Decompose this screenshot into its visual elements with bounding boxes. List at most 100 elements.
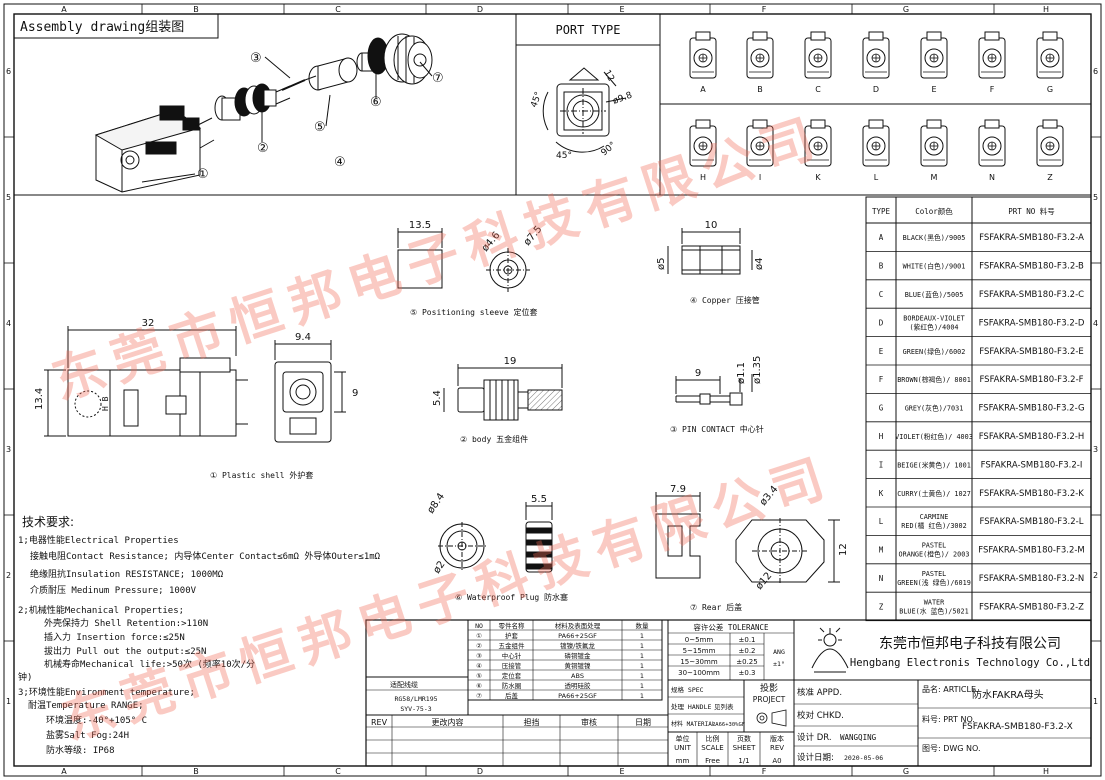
sleeve-iso <box>308 57 358 91</box>
row-type: L <box>879 517 884 526</box>
callout-4: ④ <box>334 155 346 170</box>
port-code-row1-5: F <box>978 31 1006 94</box>
callout-2: ② <box>257 141 269 156</box>
row-part-number: FSFAKRA-SMB180-F3.2-M <box>978 546 1085 556</box>
row-type: F <box>879 375 884 384</box>
bom-name: 压接管 <box>502 661 522 670</box>
port-type-face-view <box>542 67 627 153</box>
tech-line: 拔出力 Pull out the output:≤25N <box>44 645 206 657</box>
row-part-number: FSFAKRA-SMB180-F3.2-G <box>978 404 1084 414</box>
rear-dim-height: 12 <box>838 543 849 556</box>
projection-cone-icon <box>771 709 787 727</box>
copper-label: ④ Copper 压接管 <box>690 295 760 305</box>
copper-dim-inner: ø4 <box>754 258 765 270</box>
port-dim-angle-c: 90° <box>600 140 619 158</box>
plug-dim-outer: ø8.4 <box>425 491 447 515</box>
col-letter-top: G <box>903 5 909 14</box>
port-code-row2-3: L <box>862 119 890 182</box>
bom-no: ⑦ <box>476 692 482 700</box>
company-name-cn: 东莞市恒邦电子科技有限公司 <box>879 635 1061 652</box>
bom-name: 中心针 <box>502 651 522 660</box>
bom-material: PA66+25GF <box>558 692 597 700</box>
callout-3: ③ <box>250 51 262 66</box>
col-letter-bottom: B <box>193 767 199 776</box>
technical-requirements: 技术要求:1;电器性能Electrical Properties接触电阻Cont… <box>18 515 381 756</box>
row-number-right: 6 <box>1093 67 1098 76</box>
check-label: 校对 CHKD. <box>797 710 844 721</box>
tolerance-range: 5~15mm <box>683 647 716 655</box>
bom-name: 防水圈 <box>502 681 522 690</box>
bom-no: ⑥ <box>476 682 482 690</box>
port-code-label: H <box>700 173 706 182</box>
row-number-left: 5 <box>6 193 11 202</box>
tech-line: 2;机械性能Mechanical Properties; <box>18 604 184 616</box>
tolerance-value: ±0.2 <box>739 647 756 655</box>
row-part-number: FSFAKRA-SMB180-F3.2-N <box>979 574 1085 584</box>
row-type: A <box>879 233 884 242</box>
col-letter-top: A <box>61 5 67 14</box>
bom-no: ⑤ <box>476 672 482 680</box>
shell-dim-length: 32 <box>142 318 155 329</box>
section-borders <box>13 13 1091 196</box>
body-dim-dia: 5.4 <box>432 390 443 406</box>
row-part-number: FSFAKRA-SMB180-F3.2-F <box>979 375 1083 385</box>
bom-material: 透明硅胶 <box>565 681 592 690</box>
tolerance-value: ±0.1 <box>739 636 756 644</box>
row-type: B <box>879 262 884 271</box>
dwg-label: 图号: DWG NO. <box>922 744 981 753</box>
tolerance-range: 30~100mm <box>678 669 720 677</box>
port-type-dims: 12 ø9.8 45° 45° 90° <box>529 69 633 162</box>
row-number-left: 2 <box>6 571 11 580</box>
col-letter-top: F <box>762 5 767 14</box>
copper-dim-length: 10 <box>705 220 718 231</box>
row-part-number: FSFAKRA-SMB180-F3.2-A <box>979 233 1084 243</box>
port-code-label: Z <box>1047 173 1053 182</box>
port-code-label: L <box>874 173 879 182</box>
col-letter-top: D <box>477 5 483 14</box>
pin-dim-length: 9 <box>695 368 701 379</box>
col-letter-bottom: F <box>762 767 767 776</box>
shell-dim-inner: 9 <box>352 388 358 399</box>
spec-label: 规格 SPEC <box>671 685 704 694</box>
tech-line: 插入力 Insertion force:≤25N <box>44 631 185 643</box>
col-letter-bottom: A <box>61 767 67 776</box>
port-dim-angle-a: 45° <box>529 91 544 109</box>
sheet-value: 1/1 <box>738 757 749 765</box>
tech-line: 盐雾Salt Fog:24H <box>46 729 129 741</box>
bom-material: PA66+25GF <box>558 632 597 640</box>
row-part-number: FSFAKRA-SMB180-F3.2-C <box>979 290 1084 300</box>
article-label: 品名: ARTICLE <box>922 684 976 694</box>
row-part-number: FSFAKRA-SMB180-F3.2-E <box>979 347 1084 357</box>
waterproof-plug-label: ⑥ Waterproof Plug 防水塞 <box>455 592 568 602</box>
port-code-label: F <box>990 85 995 94</box>
row-part-number: FSFAKRA-SMB180-F3.2-H <box>979 432 1085 442</box>
part-callouts: ① ② ③ ④ ⑤ ⑥ ⑦ <box>197 51 444 182</box>
approve-label: 核准 APPD. <box>797 687 842 698</box>
rev-value: A0 <box>772 757 781 765</box>
bom-no: ① <box>476 632 482 640</box>
tolerance-ang-value: ±1° <box>773 660 785 668</box>
tolerance-value: ±0.3 <box>739 669 756 677</box>
tech-line: 机械寿命Mechanical life:>50次 (频率10次/分 <box>44 658 255 670</box>
port-dim-dia: ø9.8 <box>612 91 634 107</box>
bom-qty: 1 <box>640 652 644 660</box>
port-dim-12: 12 <box>601 69 615 84</box>
cable-line: RG58/LMR195 <box>394 695 437 703</box>
body-label: ② body 五金组件 <box>460 434 528 444</box>
row-part-number: FSFAKRA-SMB180-F3.2-D <box>979 318 1085 328</box>
row-number-right: 1 <box>1093 697 1098 706</box>
row-color: BEIGE(米黄色)/ 1001 <box>897 460 971 469</box>
pin-dims: 9 ø1.1 ø1.35 <box>695 356 763 384</box>
table-header-color: Color颜色 <box>915 206 953 216</box>
tech-line: 防水等级: IP68 <box>46 744 115 756</box>
row-type: G <box>879 404 884 413</box>
bom-material: 黄铜镀镍 <box>565 661 592 670</box>
row-number-left: 3 <box>6 445 11 454</box>
